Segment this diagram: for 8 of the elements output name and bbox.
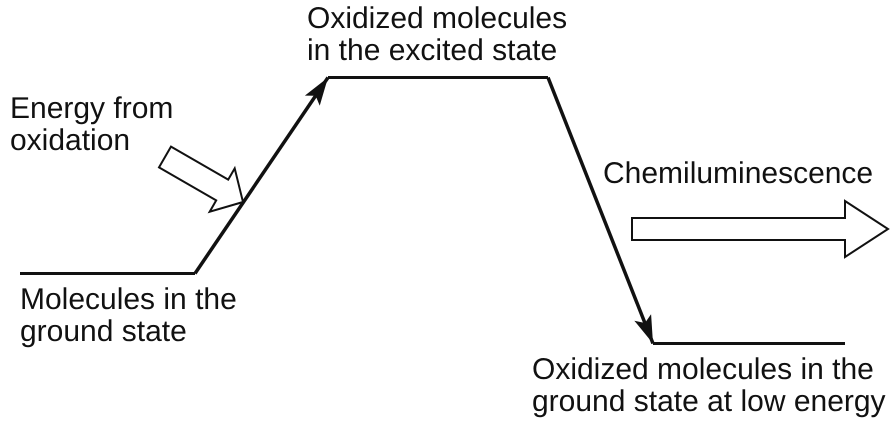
energy-level-label: Molecules in the ground state — [20, 284, 238, 348]
annotation-text: Chemiluminescence — [603, 158, 874, 190]
annotation-text: Energy from oxidation — [10, 93, 180, 157]
arrow — [546, 76, 655, 344]
energy-level-label: Oxidized molecules in the excited state — [307, 3, 568, 67]
energy-level-label: Oxidized molecules in the ground state at low energy — [532, 354, 887, 418]
arrow — [194, 76, 330, 274]
block-arrow — [158, 145, 244, 214]
